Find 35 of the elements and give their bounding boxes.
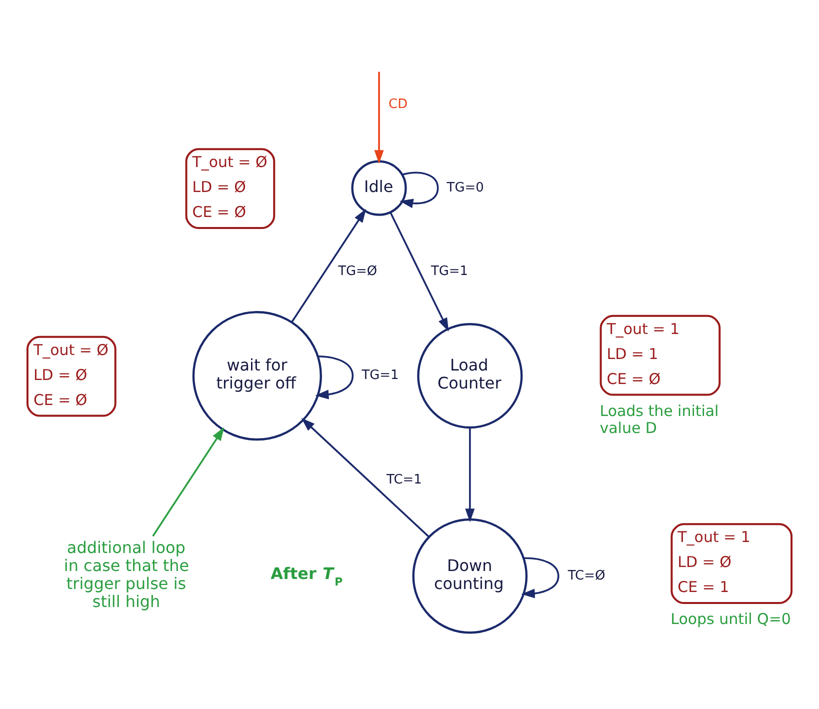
node-label: T_out = 1 (606, 319, 680, 338)
arrow (521, 556, 560, 598)
node-label: T_out = 1 (678, 528, 750, 546)
arrow (400, 171, 439, 208)
node-label: CE = Ø (606, 369, 661, 388)
node-label: LD = Ø (33, 365, 88, 384)
node-text: additional loop in case that the trigger pulse is still high (64, 537, 190, 610)
edge-label: TG=Ø (338, 263, 378, 278)
node-label: T_out = Ø (33, 340, 108, 358)
node-label: Loops until Q=0 (670, 610, 791, 628)
node-label: LD = Ø (192, 178, 246, 196)
edge-label: TC=Ø (568, 568, 606, 583)
edge-label: TG=1 (430, 263, 468, 278)
arrow (465, 427, 475, 522)
arrow (315, 354, 354, 399)
node-label: CE = 1 (678, 578, 730, 596)
label: After T$_{P}$ (270, 563, 343, 588)
node-label: Loads the initial value D (600, 401, 719, 436)
edge-label: CD (388, 96, 408, 112)
node-label: CE = Ø (192, 202, 246, 221)
node-circle: Idle (351, 160, 407, 216)
arrow (390, 212, 449, 332)
edge-label: TG=0 (446, 180, 484, 195)
node-label: LD = Ø (678, 552, 732, 571)
arrow (301, 418, 430, 537)
arrow (374, 71, 384, 164)
arrow (290, 208, 366, 322)
node-label: T_out = Ø (192, 152, 268, 171)
node-label: CE = Ø (33, 390, 88, 408)
arrow (152, 426, 224, 536)
edge-label: TC=1 (386, 472, 422, 488)
node-circle: Load Counter (417, 322, 523, 428)
node-circle: Down counting (412, 518, 528, 634)
node-label: LD = 1 (606, 344, 658, 362)
edge-label: TG=1 (362, 368, 399, 383)
